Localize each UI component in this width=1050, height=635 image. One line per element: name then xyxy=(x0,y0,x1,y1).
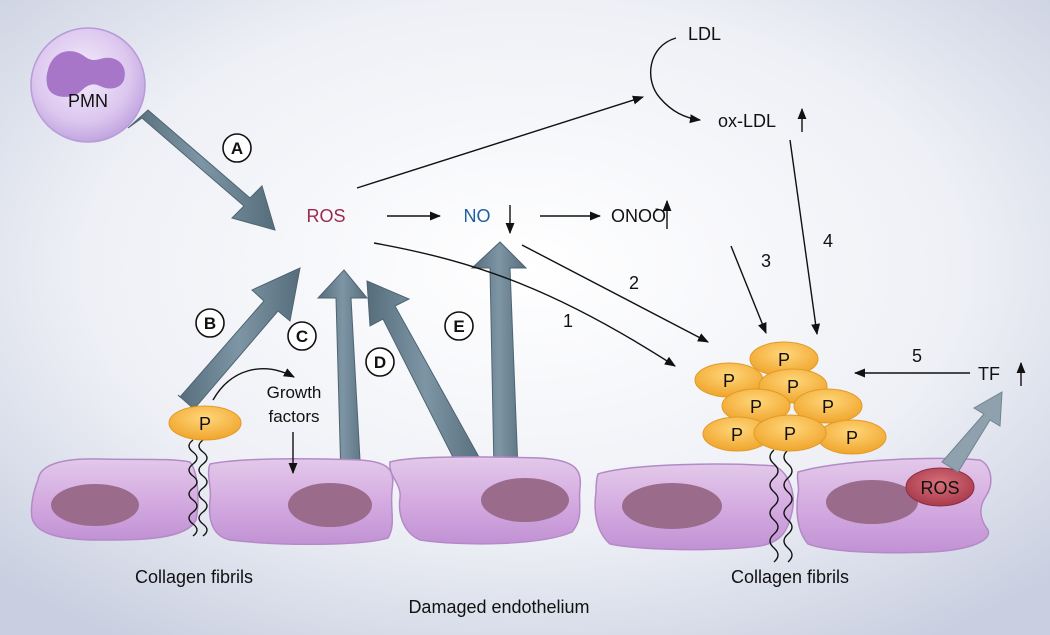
pathway-number-4: 4 xyxy=(823,231,833,251)
thin-arrows xyxy=(212,37,1026,475)
collagen-fibrils-right-label: Collagen fibrils xyxy=(731,567,849,587)
pmn-label: PMN xyxy=(68,91,108,111)
collagen-fibrils-left xyxy=(188,439,208,537)
svg-text:E: E xyxy=(453,317,464,336)
pathway-4-arrow xyxy=(789,139,821,336)
damaged-endothelium-label: Damaged endothelium xyxy=(408,597,589,617)
ox-ldl-label: ox-LDL xyxy=(718,111,776,131)
arrow-c xyxy=(316,269,369,479)
collagen-fibrils-right xyxy=(769,449,793,563)
pathway-number-3: 3 xyxy=(761,251,771,271)
platelet-label: P xyxy=(787,377,799,397)
platelet-label: P xyxy=(750,397,762,417)
tf-arrow xyxy=(941,391,1003,473)
onoo-label: ONOO xyxy=(611,206,666,226)
pathway-3-arrow xyxy=(730,245,767,335)
pathway-number-5: 5 xyxy=(912,346,922,366)
onoo-superscript: - xyxy=(655,201,659,215)
svg-text:B: B xyxy=(204,314,216,333)
arrow-d xyxy=(366,280,485,478)
pathway-2-arrow xyxy=(521,244,709,343)
svg-text:A: A xyxy=(231,139,243,158)
platelet-label: P xyxy=(822,397,834,417)
platelet-left: P xyxy=(168,405,242,441)
ros-to-ldl-arrow xyxy=(356,95,645,189)
pathway-number-1: 1 xyxy=(563,311,573,331)
pmn-cell: PMN xyxy=(30,27,146,143)
pathway-letter-c: C xyxy=(287,321,317,351)
arrow-b xyxy=(177,267,301,410)
svg-text:C: C xyxy=(296,327,308,346)
platelet-label: P xyxy=(199,414,211,434)
pathway-1-arrow xyxy=(373,242,676,367)
pathway-letter-b: B xyxy=(195,308,225,338)
arrow-e xyxy=(470,241,528,471)
cell-ros-label: ROS xyxy=(920,478,959,498)
ldl-label: LDL xyxy=(688,24,721,44)
platelet-label: P xyxy=(846,428,858,448)
growth-factors-label-line1: Growth xyxy=(267,383,322,402)
pathway-letter-a: A xyxy=(222,133,252,163)
platelet-label: P xyxy=(784,424,796,444)
platelet-label: P xyxy=(731,425,743,445)
ldl-oxidation-arrow xyxy=(649,37,702,124)
svg-text:D: D xyxy=(374,353,386,372)
collagen-fibrils-left-label: Collagen fibrils xyxy=(135,567,253,587)
platelet-to-growth-arrow xyxy=(212,368,295,401)
platelet-label: P xyxy=(778,350,790,370)
endothelium: ROS xyxy=(30,456,992,554)
growth-factors-label-line2: factors xyxy=(268,407,319,426)
pathway-number-2: 2 xyxy=(629,273,639,293)
arrow-a xyxy=(127,109,276,231)
platelet-aggregate: P P P P P P P P xyxy=(694,341,887,455)
pathway-letter-d: D xyxy=(365,347,395,377)
no-label: NO xyxy=(464,206,491,226)
ros-label: ROS xyxy=(306,206,345,226)
tf-label: TF xyxy=(978,364,1000,384)
pathway-letter-e: E xyxy=(444,311,474,341)
platelet-label: P xyxy=(723,371,735,391)
